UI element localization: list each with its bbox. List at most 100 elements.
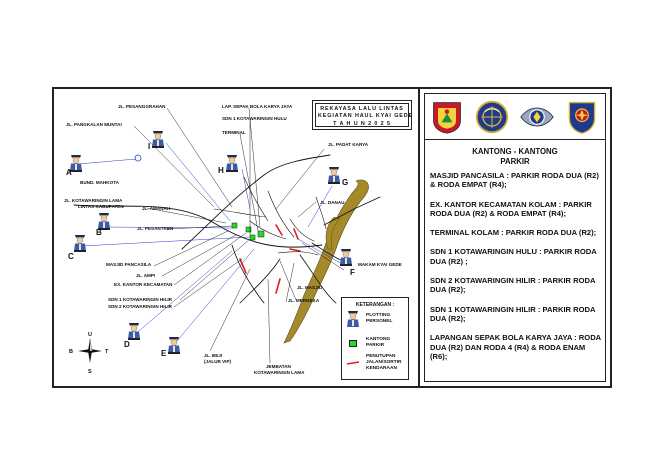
label-jl-kotawaringin-lama: JL. KOTAWARINGIN LAMA bbox=[64, 198, 123, 203]
post-c-label: C bbox=[68, 252, 74, 261]
river-branch bbox=[325, 216, 341, 250]
post-d-label: D bbox=[124, 340, 130, 349]
officer-i bbox=[151, 130, 165, 149]
officer-c bbox=[73, 234, 87, 253]
officer-d bbox=[127, 322, 141, 341]
label-callouts bbox=[133, 107, 345, 364]
parking-entry: MASJID PANCASILA : PARKIR RODA DUA (R2) … bbox=[430, 171, 599, 190]
closure-4 bbox=[275, 224, 283, 236]
closure-1 bbox=[239, 258, 247, 274]
closure-5 bbox=[289, 248, 301, 252]
info-panel-border bbox=[424, 93, 606, 382]
label-jl-pangkalan-muntai: JL. PANGKALAN MUNTAI bbox=[66, 122, 122, 127]
parking-markers bbox=[231, 222, 265, 241]
map-title-box: REKAYASA LALU LINTAS KEGIATAN HAUL KYAI … bbox=[312, 100, 412, 130]
label-jembatan-kotawaringin-lama: KOTAWARINGIN LAMA bbox=[254, 370, 305, 375]
traffic-police-emblem-icon bbox=[519, 107, 554, 127]
closure-2 bbox=[275, 278, 281, 294]
post-e-label: E bbox=[161, 349, 167, 358]
post-h-label: H bbox=[218, 166, 224, 175]
label-jl-ampi: JL. AMPI bbox=[136, 273, 155, 278]
post-g-label: G bbox=[342, 178, 348, 187]
compass-north: U bbox=[88, 332, 92, 338]
label-jl-merdeka: JL. MERDEKA bbox=[288, 298, 320, 303]
label-sdn1-hulu: SDN 1 KOTAWARINGIN HULU bbox=[222, 116, 287, 121]
map-panel: A B C D E F G H I JL. PESANGGRAHAN JL. P… bbox=[54, 89, 420, 386]
label-jl-beji: JL. BEJI bbox=[204, 353, 222, 358]
legend-personnel: PLOTTING PERSONEL bbox=[346, 311, 393, 327]
parking-pockets-title: KANTONG - KANTONG PARKIR bbox=[420, 147, 610, 166]
roundabout bbox=[134, 154, 142, 162]
closure-3 bbox=[293, 228, 299, 240]
title-line-2: KEGIATAN HAUL KYAI GEDE bbox=[318, 113, 414, 120]
closure-markers bbox=[239, 224, 301, 294]
legend-personnel-line2: PERSONEL bbox=[366, 319, 393, 324]
label-lintas-kabupaten: LINTAS KABUPATEN bbox=[78, 204, 124, 209]
officer-a bbox=[69, 154, 83, 173]
parking-title-line2: PARKIR bbox=[500, 156, 530, 166]
info-panel: KANTONG - KANTONG PARKIR MASJID PANCASIL… bbox=[420, 89, 610, 386]
label-terminal: TERMINAL bbox=[222, 130, 246, 135]
label-jl-masjid: JL. MASJID bbox=[297, 285, 323, 290]
label-makam-kyai-gede: MAKAM KYAI GEDE bbox=[358, 262, 402, 267]
parking-square-icon bbox=[349, 339, 357, 347]
post-i-label: I bbox=[148, 142, 150, 151]
logo-row bbox=[424, 93, 604, 141]
legend-personnel-line1: PLOTTING bbox=[366, 313, 391, 318]
parking-list: MASJID PANCASILA : PARKIR RODA DUA (R2) … bbox=[430, 171, 602, 371]
officer-h bbox=[225, 154, 239, 173]
label-bund-mahkota: BUND. MAHKOTA bbox=[80, 180, 120, 185]
road-network bbox=[73, 154, 381, 304]
legend-closure-line2: JALAN/SORTIR bbox=[366, 360, 402, 365]
parking-entry: SDN 1 KOTAWARINGIN HULU : PARKIR RODA DU… bbox=[430, 247, 597, 266]
parking-title-line1: KANTONG - KANTONG bbox=[472, 147, 558, 156]
parking-entry: EX. KANTOR KECAMATAN KOLAM : PARKIR RODA… bbox=[430, 199, 592, 218]
legend-closure: PENUTUPAN JALAN/SORTIR KENDARAAN bbox=[346, 354, 401, 372]
transport-ministry-emblem-icon bbox=[475, 100, 508, 134]
info-divider bbox=[424, 139, 606, 140]
legend-parking-line1: KANTONG bbox=[366, 337, 391, 342]
parking-entry: LAPANGAN SEPAK BOLA KARYA JAYA : RODA DU… bbox=[430, 333, 601, 361]
pointer-lines bbox=[77, 142, 345, 348]
closure-line-icon bbox=[346, 356, 360, 370]
officer-f bbox=[339, 248, 353, 267]
label-ex-kantor-kecamatan: EX. KANTOR KECAMATAN bbox=[114, 282, 173, 287]
label-lap-sepak-bola: LAP. SEPAK BOLA KARYA JAYA bbox=[222, 104, 293, 109]
label-jl-pesanggrahan: JL. PESANGGRAHAN bbox=[118, 104, 166, 109]
officer-icon bbox=[346, 311, 360, 327]
legend-closure-line3: KENDARAAN bbox=[366, 366, 397, 371]
label-jalur-vip: (JALUR VIP) bbox=[204, 359, 232, 364]
compass-west: B bbox=[69, 349, 73, 355]
label-sdn1-hilir: SDN 1 KOTAWARINGIN HILIR bbox=[108, 297, 173, 302]
parking-entry: TERMINAL KOLAM : PARKIR RODA DUA (R2); bbox=[430, 228, 597, 238]
label-jl-danau: JL. DANAU bbox=[320, 200, 345, 205]
officer-g bbox=[327, 166, 341, 185]
label-masjid-pancasila: MASJID PANCASILA bbox=[106, 262, 152, 267]
compass-south: S bbox=[88, 369, 92, 375]
post-f-label: F bbox=[350, 268, 355, 277]
legend-title: KETERANGAN : bbox=[355, 302, 395, 308]
parking-sdn bbox=[249, 234, 256, 241]
compass-east: T bbox=[105, 349, 109, 355]
label-sdn2-hilir: SDN 2 KOTAWARINGIN HILIR bbox=[108, 304, 173, 309]
label-jl-padat-karya: JL. PADAT KARYA bbox=[328, 142, 369, 147]
map-frame: A B C D E F G H I JL. PESANGGRAHAN JL. P… bbox=[52, 87, 612, 388]
title-line-1: REKAYASA LALU LINTAS bbox=[320, 106, 404, 112]
parking-terminal bbox=[257, 230, 265, 238]
label-jl-amanah: JL. AMANAH bbox=[142, 206, 171, 211]
title-line-3: T A H U N 2 0 2 5 bbox=[333, 120, 391, 127]
post-b-label: B bbox=[96, 228, 102, 237]
compass-rose: U S B T bbox=[69, 332, 109, 375]
parking-masjid-pancasila bbox=[231, 222, 238, 229]
traffic-map: A B C D E F G H I JL. PESANGGRAHAN JL. P… bbox=[64, 104, 402, 375]
parking-entry: SDN 2 KOTAWARINGIN HILIR : PARKIR RODA D… bbox=[430, 276, 596, 295]
legend-parking: KANTONG PARKIR bbox=[346, 336, 390, 350]
police-shield-emblem-icon bbox=[568, 101, 595, 134]
label-jl-pesantren: JL. PESANTREN bbox=[137, 226, 174, 231]
river bbox=[283, 179, 369, 344]
label-jembatan: JEMBATAN bbox=[266, 364, 292, 369]
parking-ex-kantor bbox=[245, 226, 252, 233]
regency-emblem-icon bbox=[432, 102, 461, 134]
legend-closure-line1: PENUTUPAN bbox=[366, 354, 396, 359]
legend-parking-line2: PARKIR bbox=[366, 343, 385, 348]
